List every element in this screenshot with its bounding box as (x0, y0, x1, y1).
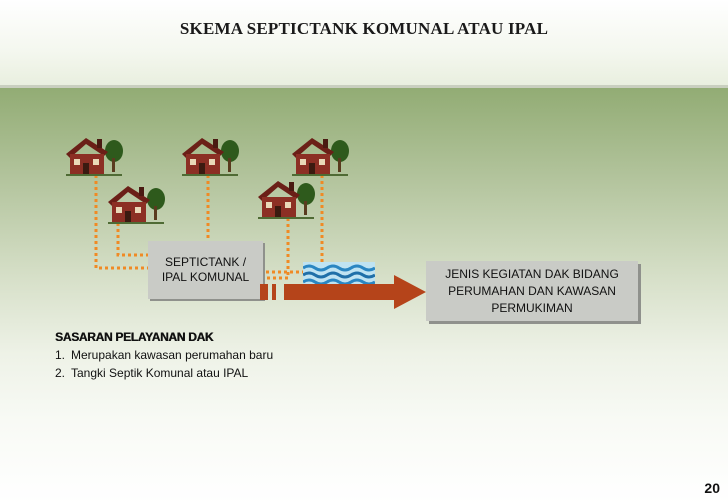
right-arrow-icon (260, 275, 426, 309)
septictank-label: SEPTICTANK / IPAL KOMUNAL (156, 255, 256, 285)
list-item: 1.Merupakan kawasan perumahan baru (55, 346, 385, 364)
page-number: 20 (690, 480, 720, 496)
sasaran-title: SASARAN PELAYANAN DAK (55, 330, 385, 344)
list-item-text: Tangki Septik Komunal atau IPAL (71, 366, 248, 380)
slide-title: SKEMA SEPTICTANK KOMUNAL ATAU IPAL (0, 19, 728, 39)
sasaran-section: SASARAN PELAYANAN DAK 1.Merupakan kawasa… (55, 330, 385, 382)
house-icon (106, 182, 166, 226)
list-item-number: 1. (55, 346, 71, 364)
list-item-number: 2. (55, 364, 71, 382)
list-item: 2.Tangki Septik Komunal atau IPAL (55, 364, 385, 382)
result-box: JENIS KEGIATAN DAK BIDANG PERUMAHAN DAN … (426, 261, 638, 321)
house-icon (180, 134, 240, 178)
house-icon (256, 177, 316, 221)
slide-header: SKEMA SEPTICTANK KOMUNAL ATAU IPAL (0, 0, 728, 85)
list-item-text: Merupakan kawasan perumahan baru (71, 348, 273, 362)
septictank-box: SEPTICTANK / IPAL KOMUNAL (148, 241, 263, 299)
house-icon (64, 134, 124, 178)
house-icon (290, 134, 350, 178)
result-label: JENIS KEGIATAN DAK BIDANG PERUMAHAN DAN … (432, 266, 632, 317)
